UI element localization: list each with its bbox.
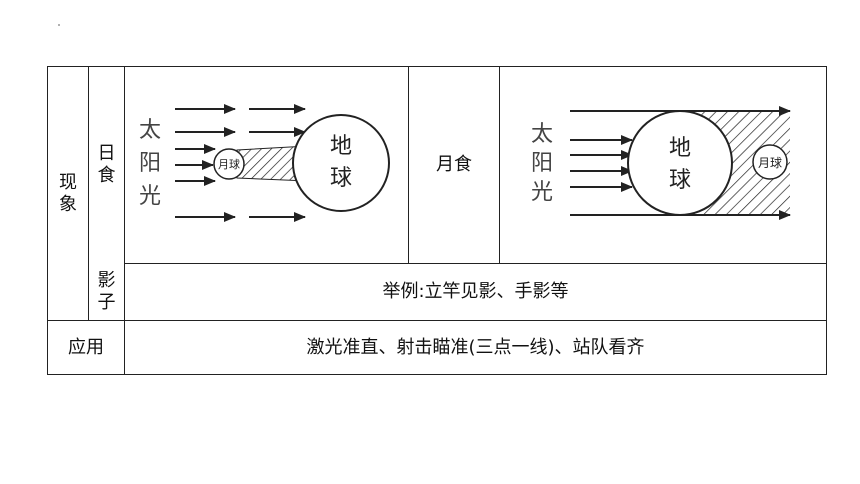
application-header-cell: 应用 — [48, 321, 124, 374]
lunar-eclipse-diagram: 地 球 月球 太 阳 光 — [531, 106, 791, 220]
moon-label: 月球 — [218, 157, 240, 171]
divider — [88, 67, 89, 320]
divider — [124, 263, 826, 264]
optics-table: 现象 日食 — [47, 66, 827, 375]
earth-label-line1: 地 — [330, 134, 352, 159]
divider — [124, 67, 125, 374]
shadow-header-cell: 影子 — [89, 264, 124, 320]
solar-eclipse-label: 日食 — [97, 143, 116, 186]
divider — [48, 320, 826, 321]
sun-label-2: 阳 — [531, 151, 553, 176]
earth-circle — [292, 114, 390, 212]
sun-label-1: 太 — [139, 118, 161, 143]
moon-circle — [752, 144, 788, 180]
lunar-eclipse-label-cell: 月食 — [409, 67, 499, 263]
earth-label-line2: 球 — [330, 166, 352, 191]
solar-eclipse-header-cell: 日食 — [89, 67, 124, 263]
sun-label-1: 太 — [531, 122, 553, 147]
solar-eclipse-diagram-cell: 月球 地 球 太 阳 光 — [125, 67, 408, 263]
sun-label-3: 光 — [139, 184, 161, 209]
shadow-examples-cell: 举例:立竿见影、手影等 — [125, 264, 826, 320]
application-label: 应用 — [68, 336, 104, 358]
divider — [499, 67, 500, 263]
moon-label: 月球 — [758, 156, 782, 170]
lunar-eclipse-diagram-cell: 地 球 月球 太 阳 光 — [500, 67, 826, 263]
application-text: 激光准直、射击瞄准(三点一线)、站队看齐 — [306, 336, 645, 358]
divider — [408, 67, 409, 263]
sun-label-2: 阳 — [139, 151, 161, 176]
moon-circle — [213, 148, 245, 180]
phenomenon-header-cell: 现象 — [48, 67, 88, 320]
solar-eclipse-diagram: 月球 地 球 太 阳 光 — [139, 104, 390, 222]
application-text-cell: 激光准直、射击瞄准(三点一线)、站队看齐 — [125, 321, 826, 374]
decorative-dot — [58, 24, 60, 26]
earth-label-line1: 地 — [669, 136, 691, 161]
shadow-label: 影子 — [97, 270, 116, 313]
phenomenon-label: 现象 — [59, 171, 77, 215]
sun-label-3: 光 — [531, 180, 553, 205]
earth-circle — [627, 110, 733, 216]
earth-label-line2: 球 — [669, 168, 691, 193]
lunar-eclipse-label: 月食 — [436, 154, 472, 175]
shadow-examples-text: 举例:立竿见影、手影等 — [382, 281, 569, 302]
